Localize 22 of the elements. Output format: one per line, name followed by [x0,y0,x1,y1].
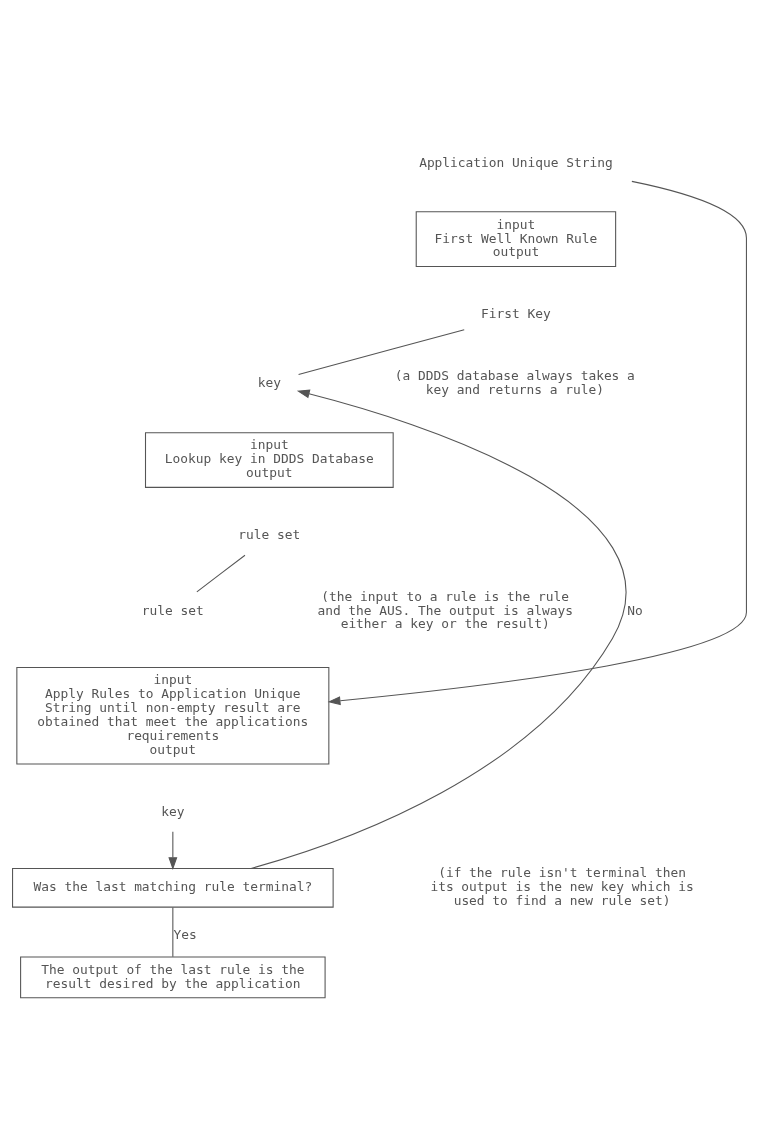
node-text: rule set [141,602,204,618]
node-text: key [257,374,281,390]
label: (a DDDS database always takes a key and returns a rule) [394,367,635,397]
node-text: First Key [481,306,551,322]
node-text: rule set [238,526,301,542]
node-box: input Apply Rules to Application Unique String until non-empty result are obtained that meet the applications requirements output [16,666,330,765]
node-text: Application Unique String [419,154,613,170]
node-box: The output of the last rule is the result desired by the application [20,956,326,999]
node-text: key [161,803,185,819]
arrow [327,180,747,706]
node-box: Was the last matching rule terminal? [12,868,334,908]
connector [298,329,465,375]
node-box: input Lookup key in DDDS Database output [144,432,394,488]
connector [172,906,174,958]
label: (the input to a rule is the rule and the AUS. The output is always either a key or the result) [317,588,573,632]
edge-label: No [627,602,643,618]
label: (if the rule isn't terminal then its output is the new key which is used to find a new rule set) [430,865,694,909]
arrow [168,831,178,871]
node-box: input First Well Known Rule output [415,211,617,268]
arrow [250,389,626,869]
edge-label: Yes [173,927,197,943]
connector [196,554,246,593]
